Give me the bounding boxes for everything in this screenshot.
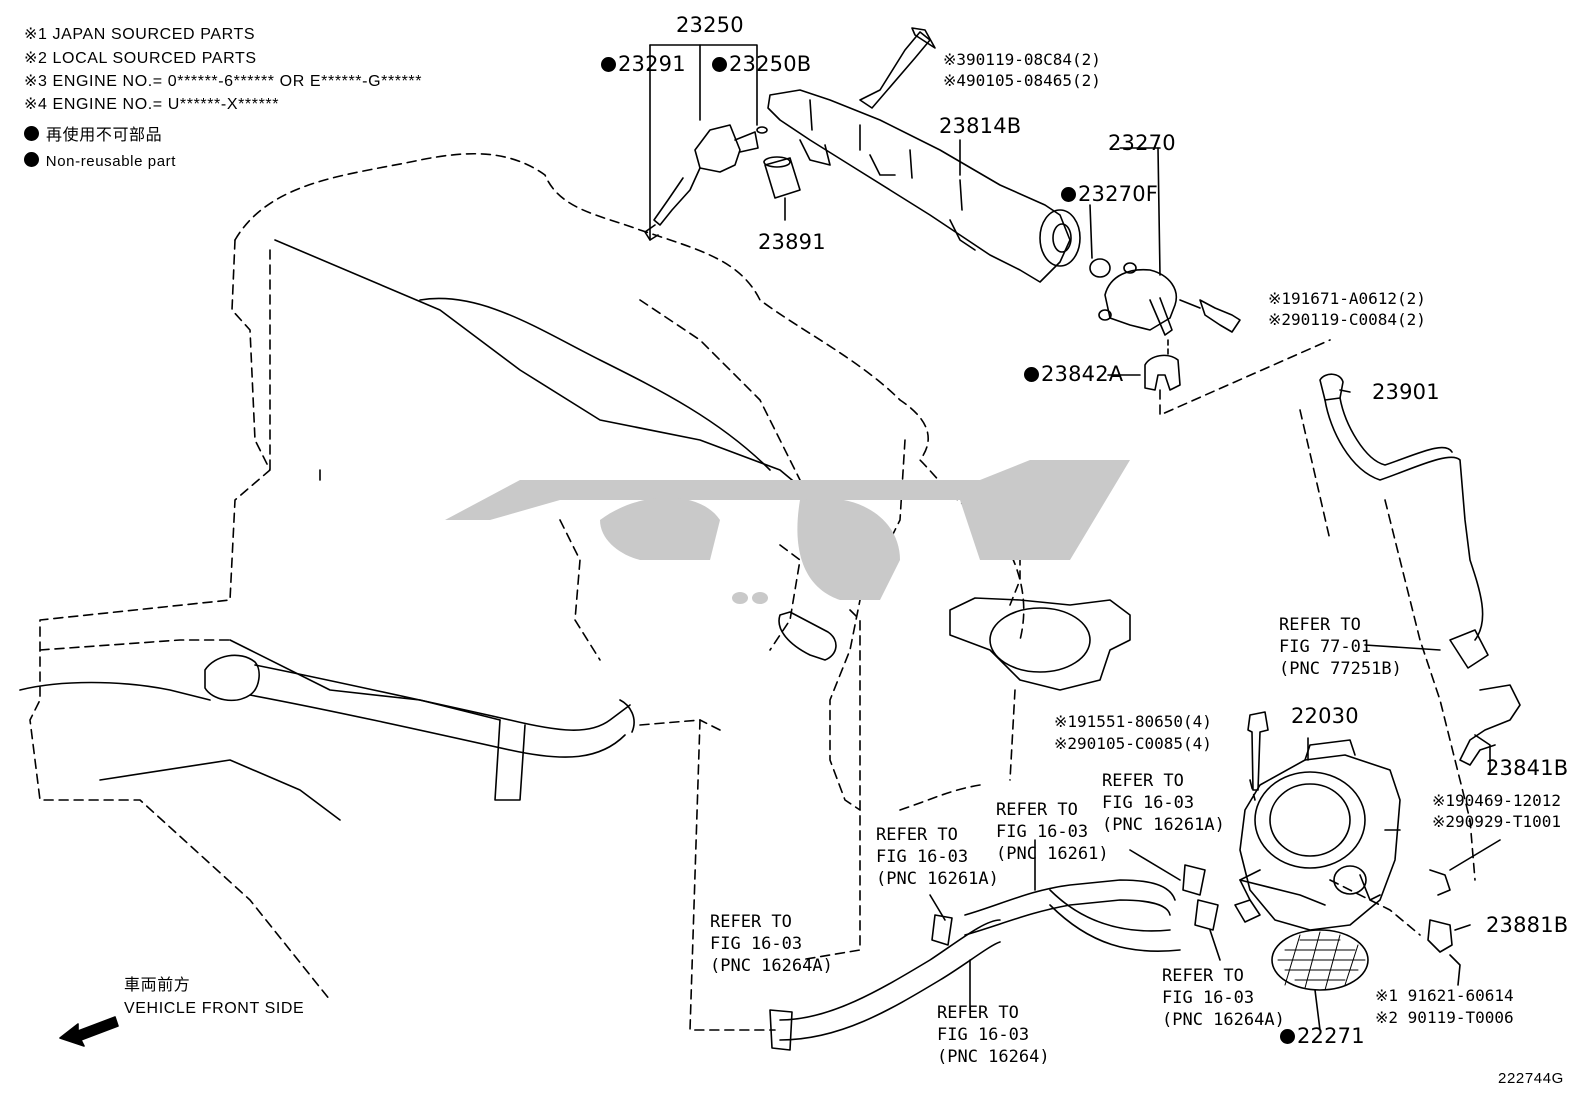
engine-water-pipe — [204, 654, 635, 801]
throttle-bolt — [1247, 711, 1269, 791]
hose-connector-23841b — [1459, 684, 1521, 766]
part-bolt-tb-1: ※191551-80650(4) — [1054, 712, 1212, 731]
ref-fig-77-01: REFER TO FIG 77-01 (PNC 77251B) — [1279, 615, 1402, 679]
legend-note-1: ※1 JAPAN SOURCED PARTS — [24, 26, 256, 43]
nonreusable-legend-jp: 再使用不可部品 — [24, 126, 162, 144]
part-23270f: 23270F — [1061, 184, 1158, 205]
watermark-logo — [445, 460, 1130, 604]
figure-id: 222744G — [1498, 1070, 1564, 1087]
rail-insulator — [763, 156, 801, 199]
ref-16264: REFER TO FIG 16-03 (PNC 16264) — [937, 1003, 1050, 1067]
clip-23881b — [1427, 919, 1453, 953]
oring-23270f — [1089, 258, 1111, 278]
part-clip-2: ※290929-T1001 — [1432, 812, 1561, 831]
part-23270: 23270 — [1108, 131, 1176, 155]
front-label-en: VEHICLE FRONT SIDE — [124, 1000, 305, 1017]
part-bolt-mid-1: ※191671-A0612(2) — [1268, 289, 1426, 308]
part-22030: 22030 — [1291, 704, 1359, 728]
ref-16264a-left: REFER TO FIG 16-03 (PNC 16264A) — [710, 912, 833, 976]
intake-flange — [949, 559, 1131, 691]
legend-note-2: ※2 LOCAL SOURCED PARTS — [24, 50, 257, 67]
bullet-icon — [1061, 187, 1076, 202]
part-23291: 23291 — [601, 54, 686, 75]
fuel-hose — [1319, 373, 1489, 669]
part-23841b: 23841B — [1486, 756, 1569, 780]
bullet-icon — [712, 57, 727, 72]
front-arrow-icon — [59, 1016, 119, 1047]
part-bolt-mid-2: ※290119-C0084(2) — [1268, 310, 1426, 329]
water-hoses — [769, 864, 1219, 1051]
ref-16264a-right: REFER TO FIG 16-03 (PNC 16264A) — [1162, 966, 1285, 1030]
nonreusable-legend-en: Non-reusable part — [24, 152, 176, 169]
screw-91621 — [1449, 954, 1461, 986]
part-bolt-top-1: ※390119-08C84(2) — [943, 50, 1101, 69]
part-23881b: 23881B — [1486, 913, 1569, 937]
engine-pipe-stub — [778, 611, 837, 661]
bullet-icon — [1280, 1029, 1295, 1044]
fuel-rail — [767, 89, 1081, 283]
throttle-body — [1234, 739, 1401, 931]
part-23250b: 23250B — [712, 54, 811, 75]
part-22271: 22271 — [1280, 1026, 1365, 1047]
part-clip-1: ※190469-12012 — [1432, 791, 1561, 810]
bullet-icon — [601, 57, 616, 72]
legend-note-4: ※4 ENGINE NO.= U******-X****** — [24, 96, 280, 113]
fuel-injector — [644, 124, 768, 241]
bullet-icon — [24, 126, 39, 141]
front-label-jp: 車両前方 — [124, 977, 191, 994]
bullet-icon — [1024, 367, 1039, 382]
throttle-gasket — [1271, 929, 1369, 1031]
part-screw-1: ※1 91621-60614 — [1375, 986, 1514, 1005]
ref-16261a-top: REFER TO FIG 16-03 (PNC 16261A) — [1102, 771, 1225, 835]
part-bolt-top-2: ※490105-08465(2) — [943, 71, 1101, 90]
hose-clip-23842a — [1144, 354, 1181, 391]
part-screw-2: ※2 90119-T0006 — [1375, 1008, 1514, 1027]
part-23814b: 23814B — [939, 114, 1022, 138]
fitting-bolt — [1199, 299, 1241, 333]
legend-note-3: ※3 ENGINE NO.= 0******-6****** OR E*****… — [24, 73, 423, 90]
ref-16261a-left: REFER TO FIG 16-03 (PNC 16261A) — [876, 825, 999, 889]
clip-90469 — [1429, 869, 1451, 896]
part-23250: 23250 — [676, 13, 744, 37]
bullet-icon — [24, 152, 39, 167]
part-23891: 23891 — [758, 230, 826, 254]
part-23842a: 23842A — [1024, 364, 1123, 385]
fuel-fitting — [1098, 147, 1177, 336]
part-23901: 23901 — [1372, 380, 1440, 404]
part-bolt-tb-2: ※290105-C0085(4) — [1054, 734, 1212, 753]
rail-bolt — [859, 27, 936, 109]
ref-16261: REFER TO FIG 16-03 (PNC 16261) — [996, 800, 1109, 864]
